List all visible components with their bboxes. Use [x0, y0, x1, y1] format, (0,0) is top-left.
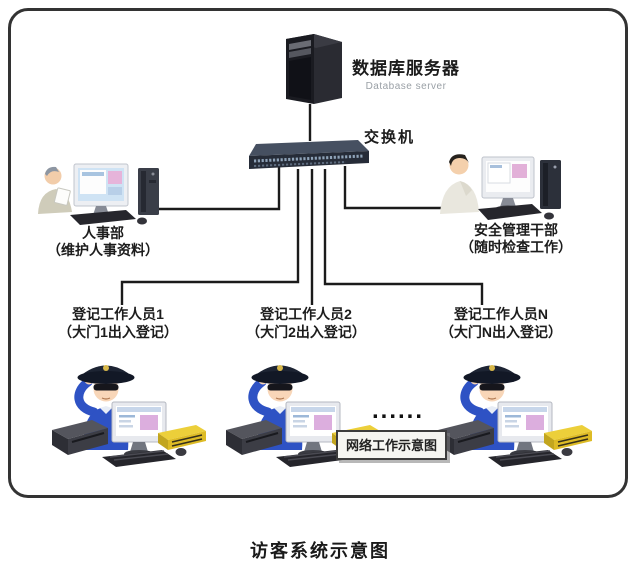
- station1-sublabel: （大门1出入登记）: [58, 324, 178, 340]
- diagram-title: 访客系统示意图: [250, 541, 390, 561]
- database-server-caption: 数据库服务器 Database server: [352, 54, 460, 92]
- line-switch-hr: [152, 166, 281, 211]
- switch-icon: [246, 139, 371, 173]
- stationN-officer-icon: [434, 356, 594, 471]
- hr-label: 人事部: [82, 225, 124, 241]
- hr-caption: 人事部 （维护人事资料）: [18, 225, 188, 259]
- security-caption: 安全管理干部 （随时检查工作）: [431, 222, 601, 256]
- security-workstation-icon: [438, 150, 570, 226]
- database-server-icon: [278, 27, 348, 105]
- station2-label: 登记工作人员2: [260, 306, 352, 322]
- switch-label: 交换机: [364, 129, 416, 146]
- hr-workstation-icon: [36, 162, 168, 226]
- network-label-box: 网络工作示意图: [336, 430, 448, 460]
- stationN-sublabel: （大门N出入登记）: [439, 324, 563, 340]
- diagram-frame: [8, 8, 628, 498]
- line-switch-stationN: [323, 169, 484, 305]
- station2-sublabel: （大门2出入登记）: [246, 324, 366, 340]
- stationN-label: 登记工作人员N: [453, 306, 549, 322]
- station1-label: 登记工作人员1: [72, 306, 164, 322]
- ellipsis-dots: ......: [372, 397, 425, 424]
- database-server-label: 数据库服务器: [352, 59, 460, 78]
- stationN-caption: 登记工作人员N （大门N出入登记）: [411, 305, 591, 341]
- line-switch-security: [343, 166, 461, 210]
- station1-officer-icon: [48, 356, 208, 471]
- line-switch-station1: [120, 169, 300, 305]
- security-label: 安全管理干部: [474, 222, 558, 238]
- security-sublabel: （随时检查工作）: [460, 239, 572, 255]
- hr-sublabel: （维护人事资料）: [47, 242, 159, 258]
- database-server-sublabel: Database server: [365, 81, 447, 92]
- station1-caption: 登记工作人员1 （大门1出入登记）: [28, 305, 208, 341]
- station2-caption: 登记工作人员2 （大门2出入登记）: [216, 305, 396, 341]
